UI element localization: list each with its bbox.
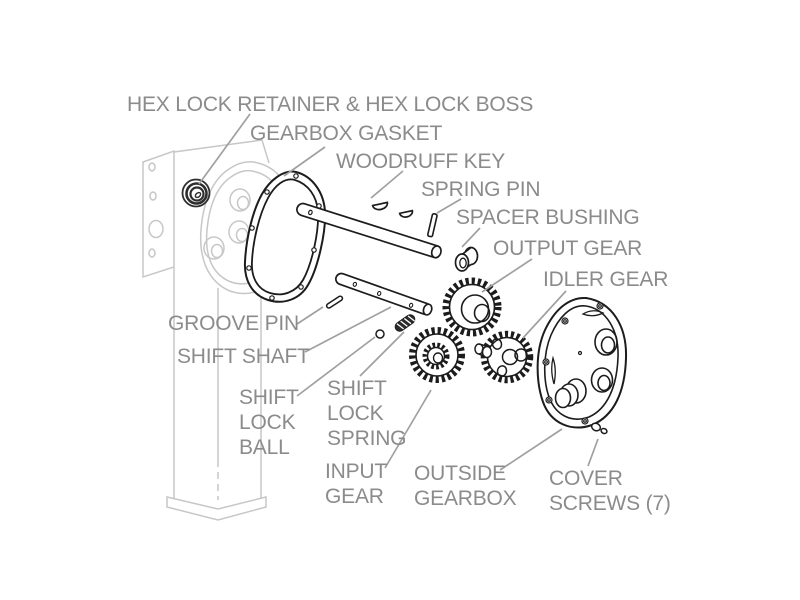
spacer-bushing-part [454,246,479,272]
shift-lock-ball-part [375,329,385,339]
shift-shaft-part [334,272,433,316]
leader-idler-gear [522,290,567,339]
label-shift-lock-ball: SHIFT LOCK BALL [239,386,299,459]
label-cover-screws: COVER SCREWS (7) [549,467,671,515]
leader-shift-lock-spring [359,331,405,377]
leader-shift-shaft [304,306,392,353]
leader-spacer-bushing [461,227,481,248]
label-shift-shaft: SHIFT SHAFT [177,345,310,368]
output-shaft-part [296,202,442,259]
output-gear-part [442,277,502,337]
leader-groove-pin [296,306,324,325]
pedestal-flange [166,496,267,521]
label-hex-lock-retainer: HEX LOCK RETAINER & HEX LOCK BOSS [127,93,534,116]
label-groove-pin: GROOVE PIN [168,312,300,335]
leader-gearbox-gasket [283,146,326,177]
mount-plate [142,149,175,279]
leader-woodruff-key [370,170,404,199]
input-gear-part [409,327,465,383]
leader-input-gear [384,389,432,469]
pedestal-column [166,267,267,521]
label-input-gear: INPUT GEAR [325,460,388,508]
spring-pin-part [427,212,438,238]
label-spacer-bushing: SPACER BUSHING [456,206,640,229]
leader-lines [198,113,599,471]
outside-gearbox-part [536,296,628,429]
label-woodruff-key: WOODRUFF KEY [336,150,506,173]
label-spring-pin: SPRING PIN [421,178,541,201]
housing-box [173,139,270,164]
leader-output-gear [481,258,533,293]
leader-hex-lock [198,113,251,185]
idler-gear-part [474,330,534,384]
leader-shift-lock-ball [296,336,376,397]
leader-outside-gearbox [499,428,563,471]
woodruff-key-part [371,201,414,218]
groove-pin-part [325,295,344,309]
label-idler-gear: IDLER GEAR [543,268,669,291]
leader-cover-screws [587,438,599,467]
shift-lock-spring-part [394,314,416,332]
cover-screw-part [590,422,608,435]
label-shift-lock-spring: SHIFT LOCK SPRING [327,377,407,450]
label-gearbox-gasket: GEARBOX GASKET [250,122,443,145]
hex-lock-retainer-part [181,178,211,208]
label-output-gear: OUTPUT GEAR [493,237,643,260]
label-outside-gearbox: OUTSIDE GEARBOX [414,462,517,510]
leader-spring-pin [436,198,462,214]
